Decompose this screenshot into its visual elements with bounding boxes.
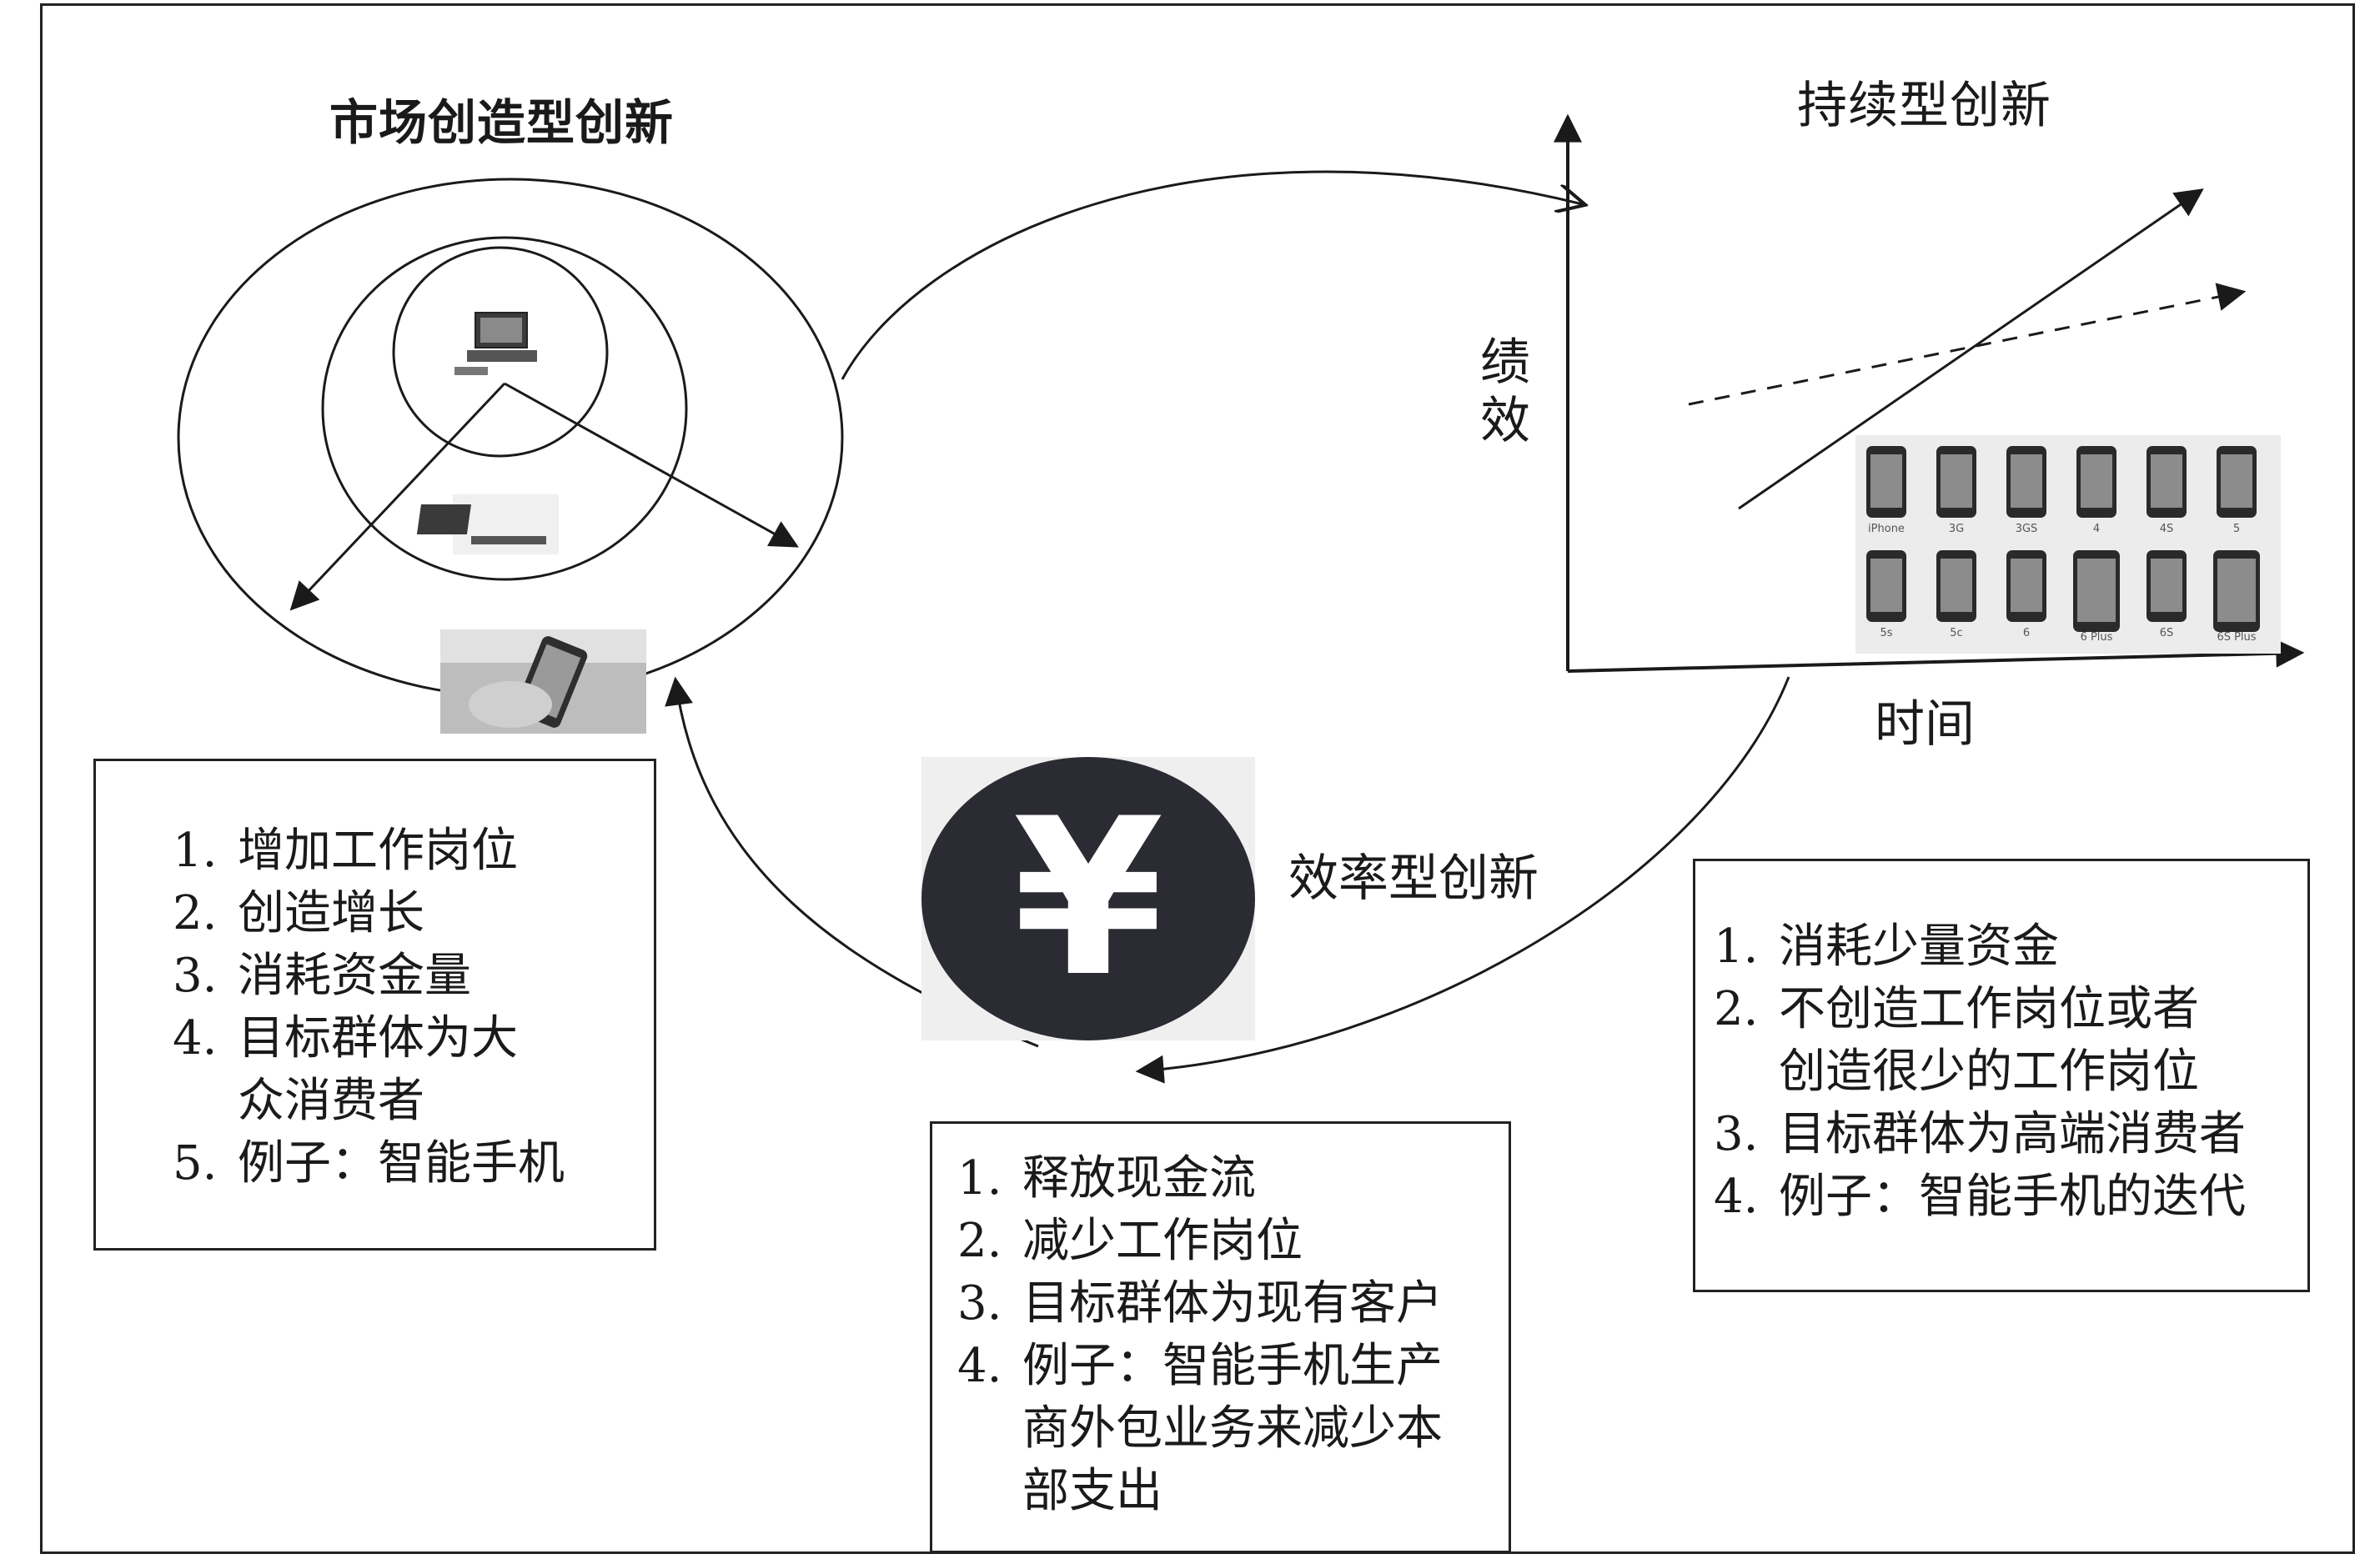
iphone-screen bbox=[2011, 559, 2042, 612]
iphone-screen bbox=[2011, 454, 2042, 508]
list-item: 3.目标群体为现有客户 bbox=[957, 1276, 1443, 1331]
iphone-grid: iPhone 3G 3GS 4 4S 5 5s 5c 6 6 Plus 6S 6S Plus bbox=[1866, 446, 2260, 644]
iphone-model-label: 6S bbox=[2160, 627, 2174, 639]
efficiency-list: 1.释放现金流 2.减少工作岗位 3.目标群体为现有客户 4.例子：智能手机生产… bbox=[957, 1147, 1509, 1522]
dashed-trend-line bbox=[1688, 283, 2247, 406]
iphone-model-label: iPhone bbox=[1868, 523, 1905, 535]
iphone-model-label: 5s bbox=[1880, 627, 1892, 639]
market-creating-box: 1.增加工作岗位 2.创造增长 3.消耗资金量 4.目标群体为大 众消费者 5.… bbox=[93, 759, 656, 1251]
market-creating-list: 1.增加工作岗位 2.创造增长 3.消耗资金量 4.目标群体为大 众消费者 5.… bbox=[173, 820, 654, 1195]
list-item: 5.例子：智能手机 bbox=[173, 1136, 565, 1191]
list-item: 1.增加工作岗位 bbox=[173, 824, 518, 878]
iphone-screen bbox=[2081, 454, 2112, 508]
arrow-market-to-sustaining bbox=[841, 170, 1583, 380]
x-axis bbox=[1567, 639, 2305, 673]
list-item: 2.创造增长 bbox=[173, 886, 424, 940]
yen-badge: ¥ bbox=[921, 757, 1255, 1040]
inner-market-circle bbox=[392, 246, 609, 458]
iphone-model-label: 6 bbox=[2023, 627, 2030, 639]
iphone-model-label: 3GS bbox=[2016, 523, 2038, 535]
sustaining-title: 持续型创新 bbox=[1797, 77, 2051, 135]
list-item: 4.例子：智能手机生产 商外包业务来减少本 部支出 bbox=[957, 1339, 1443, 1518]
x-axis-label: 时间 bbox=[1875, 695, 1975, 754]
y-axis-label-char-2: 效 bbox=[1480, 392, 1530, 450]
arrow-sustaining-to-efficiency bbox=[1135, 676, 1790, 1084]
iphone-grid-background bbox=[1855, 435, 2281, 654]
market-creating-title: 市场创造型创新 bbox=[329, 94, 675, 151]
iphone-screen bbox=[2217, 559, 2256, 622]
iphone-screen bbox=[1941, 559, 1972, 612]
outer-market-circle bbox=[177, 178, 844, 698]
iphone-model-label: 5c bbox=[1950, 627, 1962, 639]
yen-icon: ¥ bbox=[921, 757, 1255, 1040]
iphone-model-label: 5 bbox=[2233, 523, 2240, 535]
desktop-computer-icon bbox=[454, 312, 537, 375]
list-item: 3.目标群体为高端消费者 bbox=[1714, 1107, 2246, 1161]
y-axis-label-char-1: 绩 bbox=[1480, 333, 1530, 392]
middle-market-circle bbox=[321, 236, 688, 581]
arrow-to-laptop bbox=[504, 382, 799, 548]
iphone-screen bbox=[1870, 559, 1902, 612]
list-item: 3.消耗资金量 bbox=[173, 949, 471, 1003]
list-item: 4.目标群体为大 众消费者 bbox=[173, 1011, 518, 1128]
iphone-screen bbox=[2151, 559, 2182, 612]
arrow-to-phone bbox=[289, 382, 506, 611]
iphone-model-label: 6 Plus bbox=[2081, 631, 2113, 644]
sustaining-list: 1.消耗少量资金 2.不创造工作岗位或者 创造很少的工作岗位 3.目标群体为高端… bbox=[1714, 915, 2307, 1228]
list-item: 2.不创造工作岗位或者 创造很少的工作岗位 bbox=[1714, 982, 2199, 1099]
iphone-model-label: 4 bbox=[2093, 523, 2100, 535]
list-item: 1.释放现金流 bbox=[957, 1151, 1256, 1206]
list-item: 4.例子：智能手机的迭代 bbox=[1714, 1170, 2246, 1224]
iphone-screen bbox=[2077, 559, 2116, 622]
iphone-model-label: 4S bbox=[2160, 523, 2174, 535]
list-item: 2.减少工作岗位 bbox=[957, 1214, 1303, 1268]
iphone-screen bbox=[2221, 454, 2252, 508]
iphone-screen bbox=[1941, 454, 1972, 508]
smartphone-photo-icon bbox=[440, 629, 646, 734]
iphone-screen bbox=[2151, 454, 2182, 508]
efficiency-box: 1.释放现金流 2.减少工作岗位 3.目标群体为现有客户 4.例子：智能手机生产… bbox=[930, 1121, 1511, 1553]
sustaining-box: 1.消耗少量资金 2.不创造工作岗位或者 创造很少的工作岗位 3.目标群体为高端… bbox=[1693, 859, 2310, 1292]
solid-trend-line bbox=[1738, 188, 2204, 510]
list-item: 1.消耗少量资金 bbox=[1714, 920, 2059, 974]
efficiency-title: 效率型创新 bbox=[1288, 850, 1539, 908]
iphone-screen bbox=[1870, 454, 1902, 508]
iphone-model-label: 3G bbox=[1949, 523, 1964, 535]
laptop-icon bbox=[416, 494, 559, 554]
iphone-model-label: 6S Plus bbox=[2217, 631, 2256, 644]
